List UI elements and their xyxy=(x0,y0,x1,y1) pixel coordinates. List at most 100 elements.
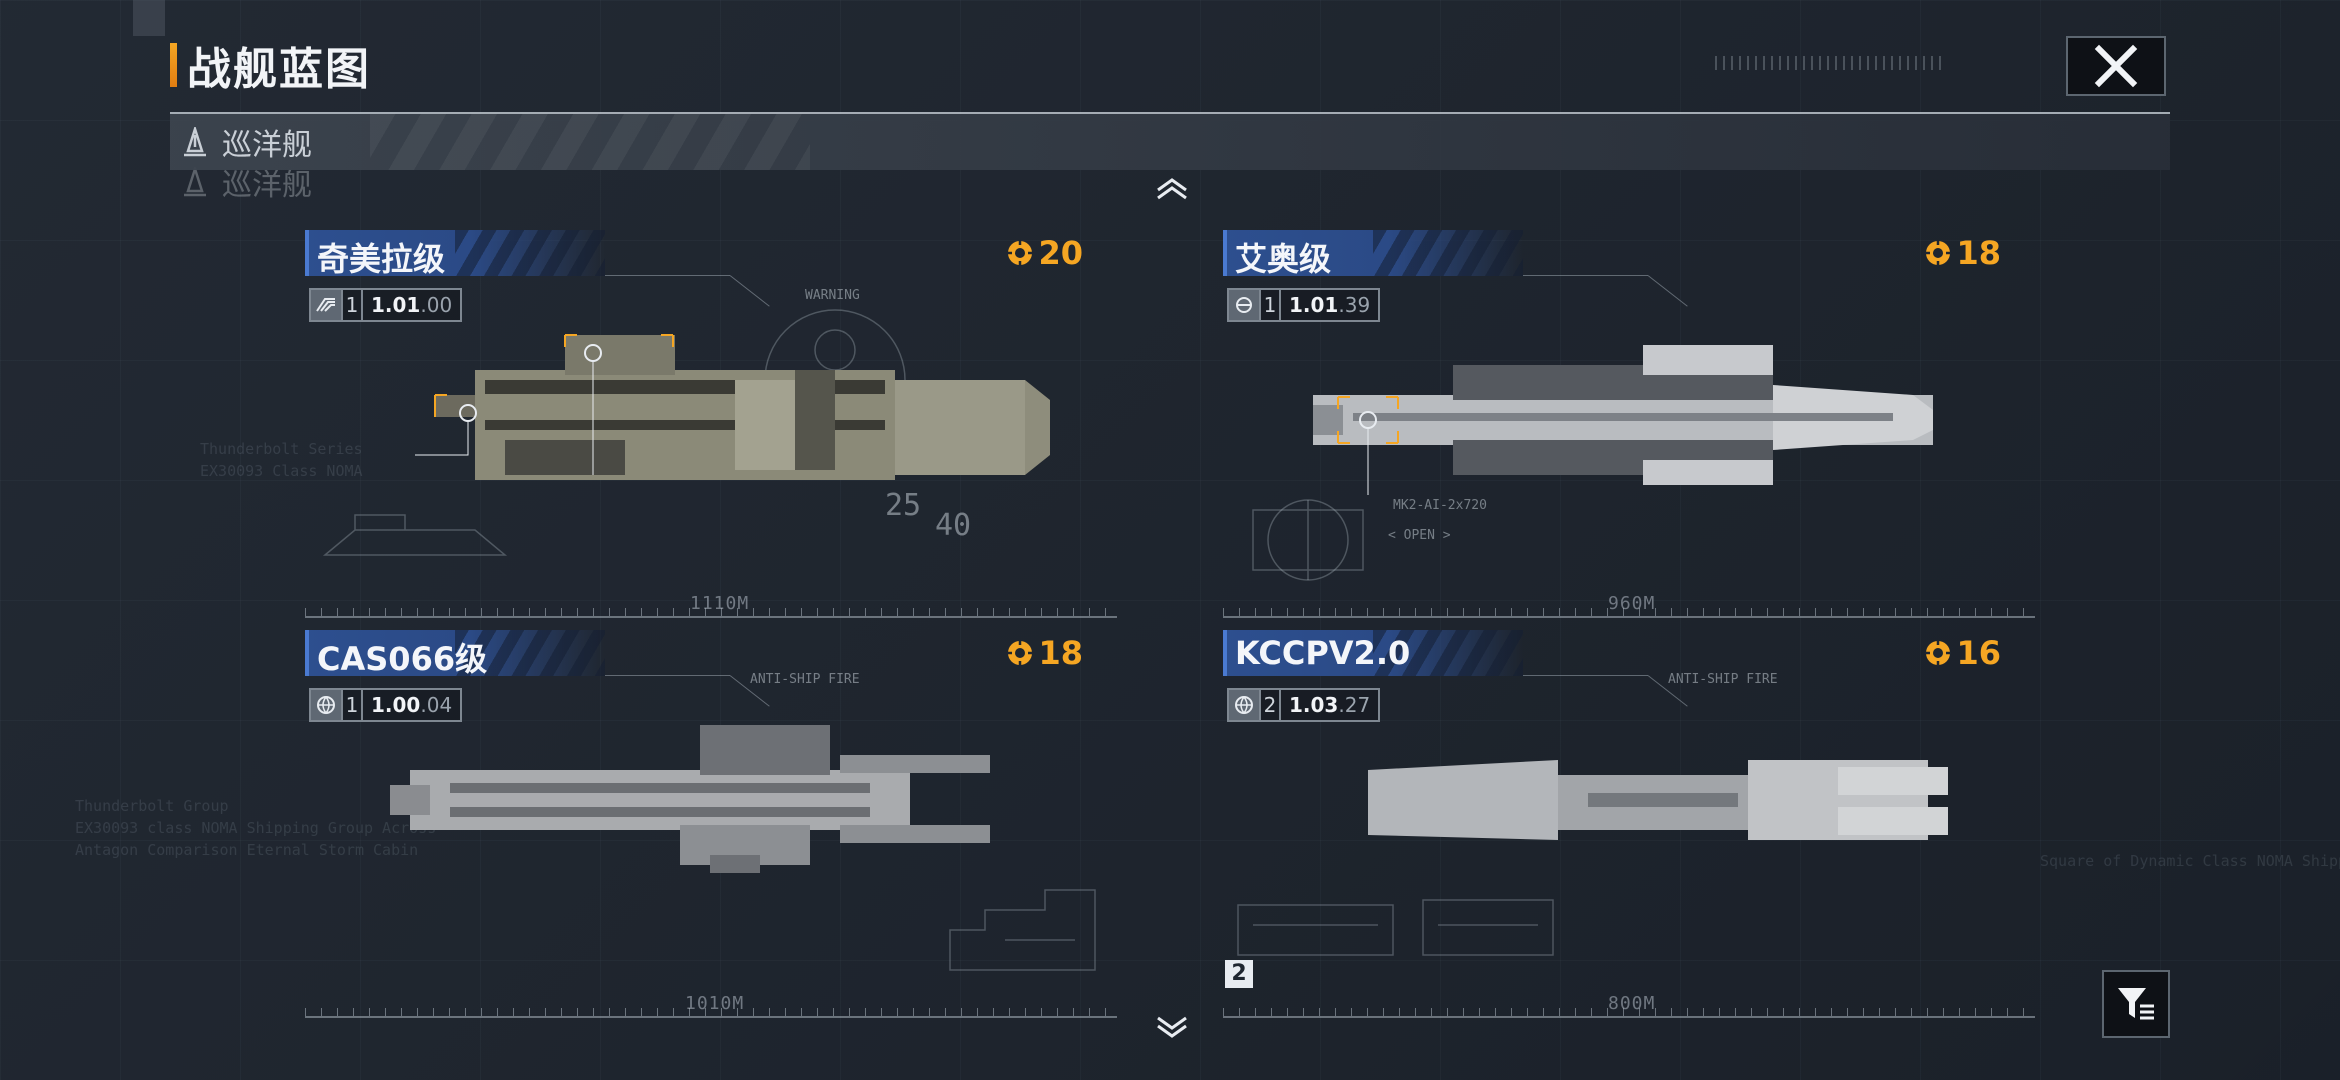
ship-tier: 1 xyxy=(1259,290,1281,320)
ruler-ticks xyxy=(1223,1008,2035,1016)
ship-spec: 1 1.01.39 xyxy=(1227,288,1381,322)
background-ghost-text-top: Thunderbolt Series EX30093 Class NOMA xyxy=(200,440,363,480)
cost-gear-icon xyxy=(1925,240,1952,266)
ship-name: 奇美拉级 xyxy=(317,240,446,278)
close-button[interactable] xyxy=(2066,36,2166,96)
leader-line xyxy=(1523,675,1648,676)
warning-label: WARNING xyxy=(805,288,860,303)
ship-kccpv2-image xyxy=(1368,760,1948,840)
ship-version: 1.00.04 xyxy=(363,690,460,720)
ship-cost-value: 18 xyxy=(1956,234,2001,272)
open-label: < OPEN > xyxy=(1388,528,1451,543)
category-stripes xyxy=(370,114,810,170)
ship-name-plate xyxy=(1223,630,1523,676)
title-accent xyxy=(170,43,177,87)
header-rule xyxy=(170,112,2170,114)
ship-name-accent xyxy=(305,630,309,676)
blueprint-sideview xyxy=(1237,899,1554,956)
category-selector[interactable]: 巡洋舰 xyxy=(170,114,2170,170)
ship-tier: 1 xyxy=(341,690,363,720)
ship-version: 1.01.00 xyxy=(363,290,460,320)
ship-card-io[interactable]: 艾奥级 18 1 1.01.39 MK2-AI-2x720 < OPEN > xyxy=(1223,230,2035,630)
weapon-callout: ANTI-SHIP FIRE xyxy=(1668,672,1778,687)
cost-gear-icon xyxy=(1007,640,1034,666)
length-ruler: 800M xyxy=(1223,993,2035,1018)
ship-card-cas066[interactable]: CAS066级 18 1 1.00.04 ANTI-SHIP FIRE 1010… xyxy=(305,630,1117,1030)
faction-icon xyxy=(1229,290,1259,320)
chevron-down-icon[interactable] xyxy=(1154,1016,1190,1040)
corner-mark xyxy=(133,0,165,36)
globe-icon xyxy=(1229,690,1259,720)
blueprint-topview xyxy=(1252,499,1364,581)
ship-name-accent xyxy=(1223,630,1227,676)
ship-cost: 18 xyxy=(1924,234,2001,272)
close-icon xyxy=(2094,44,2138,88)
ruler-ticks xyxy=(1223,608,2035,616)
background-ghost-text-left: Thunderbolt Group EX30093 class NOMA Shi… xyxy=(75,797,437,859)
page-title-bar: 战舰蓝图 xyxy=(170,40,371,95)
weapon-callout: ANTI-SHIP FIRE xyxy=(750,672,860,687)
category-ghost: 巡洋舰 xyxy=(170,160,312,204)
ship-io-image xyxy=(1313,345,1933,495)
ship-length: 800M xyxy=(1608,993,1656,1014)
faction-icon xyxy=(311,290,341,320)
ruler-line xyxy=(305,616,1117,618)
ruler-line xyxy=(1223,616,2035,618)
ruler-line xyxy=(1223,1016,2035,1018)
ship-length: 1010M xyxy=(685,993,745,1014)
chevron-up-icon[interactable] xyxy=(1154,176,1190,200)
cost-gear-icon xyxy=(1925,640,1952,666)
version-minor: .04 xyxy=(420,693,453,717)
ship-name-plate xyxy=(1223,230,1523,276)
ship-version: 1.01.39 xyxy=(1281,290,1378,320)
ship-name-accent xyxy=(1223,230,1227,276)
length-ruler: 1010M xyxy=(305,993,1117,1018)
blueprint-profile xyxy=(949,889,1096,971)
stat-value-a: 25 xyxy=(885,488,922,523)
ship-spec: 1 1.01.00 xyxy=(309,288,463,322)
length-ruler: 1110M xyxy=(305,593,1117,618)
filter-icon xyxy=(2118,988,2154,1020)
leader-line xyxy=(605,275,730,276)
filter-button[interactable] xyxy=(2102,970,2170,1038)
version-minor: .00 xyxy=(420,293,453,317)
ship-tier: 2 xyxy=(1259,690,1281,720)
ship-name: 艾奥级 xyxy=(1235,240,1332,278)
cruiser-icon xyxy=(184,127,206,157)
leader-line-diagonal xyxy=(1647,275,1688,307)
ship-name-plate xyxy=(305,630,605,676)
category-ghost-label: 巡洋舰 xyxy=(222,168,312,203)
ship-name: CAS066级 xyxy=(317,640,488,678)
ship-tier: 1 xyxy=(341,290,363,320)
weapon-callout: MK2-AI-2x720 xyxy=(1393,498,1487,513)
ship-spec: 2 1.03.27 xyxy=(1227,688,1381,722)
cost-gear-icon xyxy=(1007,240,1034,266)
ship-card-kccpv2[interactable]: KCCPV2.0 16 2 1.03.27 ANTI-SHIP FIRE 800… xyxy=(1223,630,2035,1030)
ship-length: 960M xyxy=(1608,593,1656,614)
page-badge: 2 xyxy=(1225,960,1253,988)
ship-card-chimera[interactable]: 奇美拉级 20 1 1.01.00 WARNING xyxy=(305,230,1117,630)
version-major: 1.03 xyxy=(1289,693,1339,717)
ship-version: 1.03.27 xyxy=(1281,690,1378,720)
ruler-ticks xyxy=(305,608,1117,616)
blueprint-sideview xyxy=(322,514,508,556)
ship-cost: 18 xyxy=(1006,634,1083,672)
header-tick-strip xyxy=(1715,56,1945,70)
ruler-line xyxy=(305,1016,1117,1018)
ship-length: 1110M xyxy=(690,593,750,614)
category-label: 巡洋舰 xyxy=(222,128,312,163)
version-major: 1.01 xyxy=(371,293,421,317)
ship-cost: 20 xyxy=(1006,234,1083,272)
stat-value-b: 40 xyxy=(935,508,972,543)
globe-icon xyxy=(311,690,341,720)
ship-name-accent xyxy=(305,230,309,276)
ruler-ticks xyxy=(305,1008,1117,1016)
ship-cost-value: 16 xyxy=(1956,634,2001,672)
ship-cost: 16 xyxy=(1924,634,2001,672)
ship-name-plate xyxy=(305,230,605,276)
ship-name: KCCPV2.0 xyxy=(1235,634,1411,672)
version-major: 1.01 xyxy=(1289,293,1339,317)
version-major: 1.00 xyxy=(371,693,421,717)
leader-line xyxy=(1523,275,1648,276)
ship-cost-value: 18 xyxy=(1038,634,1083,672)
